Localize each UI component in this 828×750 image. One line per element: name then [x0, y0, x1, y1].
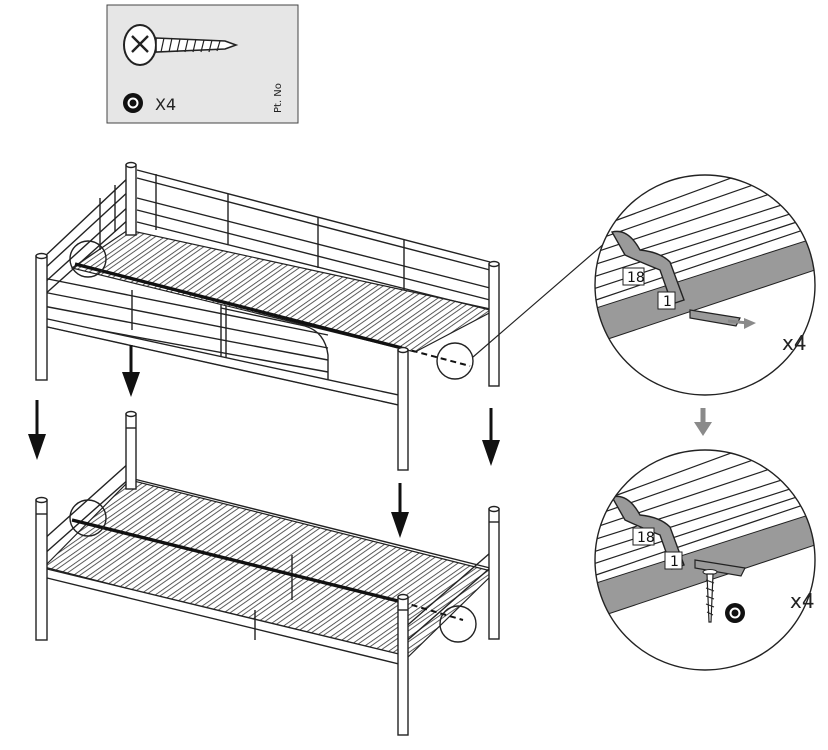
lower-part-18-label: 18 [637, 530, 655, 546]
down-arrows [28, 345, 500, 538]
detail-view-lower: 18 1 x4 [594, 449, 816, 671]
down-arrow-icon [122, 345, 140, 397]
head-guard-rail [42, 175, 131, 297]
parts-box: X4 Pt. No [106, 4, 299, 124]
down-arrow-icon [482, 408, 500, 466]
front-guard-rail [42, 277, 329, 380]
upper-cross-bar [74, 262, 403, 350]
lower-detail-circle-left [69, 499, 107, 537]
screw-marker-icon [123, 93, 143, 113]
upper-part-1-label: 1 [663, 294, 672, 310]
lower-posts [35, 410, 500, 736]
lower-detail-circle-right [439, 605, 477, 643]
back-guard-rail [136, 169, 491, 311]
down-arrow-icon [391, 483, 409, 538]
lower-bed-frame [35, 410, 500, 736]
upper-multiplier: x4 [782, 331, 807, 355]
down-arrow-icon [694, 408, 712, 436]
upper-detail-circle-left [69, 240, 107, 278]
upper-part-18-label: 18 [627, 270, 645, 286]
down-arrow-icon [28, 400, 46, 460]
screw-icon [123, 24, 239, 66]
callout-leader-line [472, 235, 614, 358]
part-number-label: Pt. No [273, 83, 284, 113]
upper-detail-circle-right [436, 342, 474, 380]
upper-bed-frame [35, 161, 614, 471]
detail-view-upper: 18 1 x4 [594, 174, 816, 396]
upper-posts [35, 161, 500, 471]
lower-multiplier: x4 [790, 589, 815, 613]
screw-icon [702, 569, 718, 623]
screw-marker-icon [725, 603, 745, 623]
parts-quantity: X4 [155, 95, 176, 114]
lower-part-1-label: 1 [670, 554, 679, 570]
lower-cross-bar [71, 518, 403, 604]
